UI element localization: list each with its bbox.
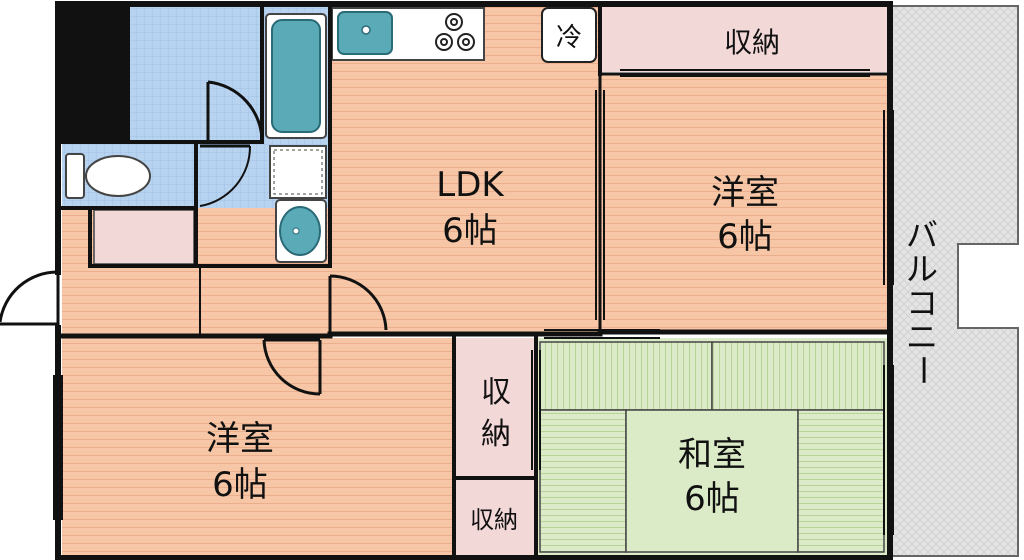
balcony-char-1: バ [906, 216, 938, 254]
western-right-room-size: 6帖 [717, 217, 773, 257]
washing-machine-pan [269, 145, 327, 199]
ldk-room-size: 6帖 [442, 211, 498, 251]
western-bedroom-left [62, 338, 454, 556]
storage-bottom-label: 収納 [470, 506, 518, 534]
western-left-room-name: 洋室 [206, 419, 274, 459]
balcony-char-3: コ [906, 284, 938, 322]
storage-top [600, 6, 888, 72]
balcony-char-4: ニ [906, 318, 938, 356]
walls [55, 1, 893, 560]
bathtub [265, 13, 327, 139]
western-left-room-size: 6帖 [212, 465, 268, 505]
hallway-closet [93, 209, 195, 265]
western-bedroom-right [600, 74, 888, 332]
fridge-label: 冷 [556, 23, 582, 53]
swing-doors [0, 80, 388, 396]
storage-top-label: 収納 [724, 26, 780, 59]
storage-middle [454, 338, 536, 476]
ldk-room-name: LDK [436, 165, 505, 205]
sliding-doors [53, 69, 894, 535]
wash-basin [275, 199, 327, 263]
refrigerator-space [541, 7, 597, 63]
western-right-room-name: 洋室 [711, 173, 779, 213]
balcony-char-5: ー [904, 354, 942, 386]
balcony-char-2: ル [906, 250, 938, 288]
japanese-room-name: 和室 [678, 435, 746, 475]
japanese-room-size: 6帖 [684, 479, 740, 519]
storage-bottom [454, 480, 536, 556]
toilet [65, 153, 151, 199]
structural-wall-block [58, 6, 128, 142]
stove-burners-icon [435, 13, 475, 51]
balcony-area [891, 5, 1019, 557]
storage-middle-label-line1: 収 [481, 375, 511, 410]
storage-middle-label-line2: 納 [481, 417, 511, 452]
kitchen-counter [331, 7, 485, 61]
